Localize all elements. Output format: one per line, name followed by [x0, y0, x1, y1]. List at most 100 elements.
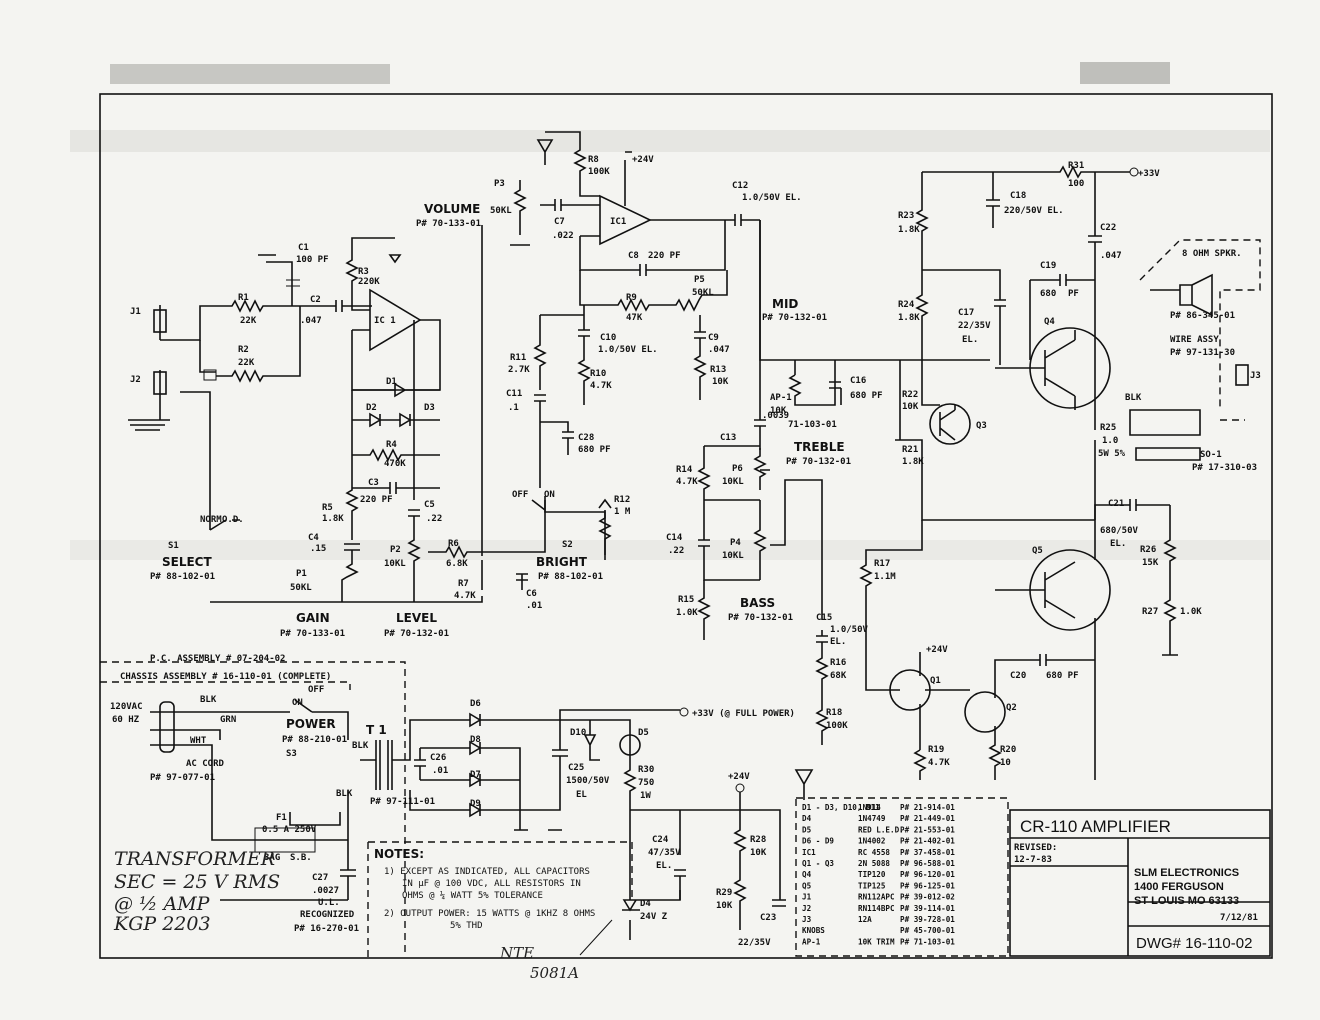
parts-list-desc: RN112APC [858, 893, 895, 902]
parts-list-desc: 1N4002 [858, 837, 885, 846]
norm-label: NORM. [200, 515, 227, 525]
c15-label: C15 [816, 613, 832, 623]
c18-value: 220/50V EL. [1004, 206, 1064, 216]
parts-list-desc: 1N914 [858, 803, 881, 812]
parts-list-pn: P# 21-449-01 [900, 814, 955, 823]
note-1-line-1: 1) EXCEPT AS INDICATED, ALL CAPACITORS [384, 867, 590, 877]
c3-value: 220 PF [360, 495, 393, 505]
r7-label: R7 [458, 579, 469, 589]
c14-label: C14 [666, 533, 683, 543]
c5-value: .22 [426, 514, 442, 524]
r9-label: R9 [626, 293, 637, 303]
r12-label: R12 [614, 495, 630, 505]
scan-noise-band [70, 130, 1270, 152]
d2-label: D2 [366, 403, 377, 413]
so1-label: SO-1 [1200, 450, 1222, 460]
v24-b-label: +24V [926, 645, 948, 655]
blk-speaker-label: BLK [1125, 393, 1142, 403]
r10-value: 4.7K [590, 381, 612, 391]
r22-value: 10K [902, 402, 919, 412]
r11-label: R11 [510, 353, 526, 363]
r14-label: R14 [676, 465, 693, 475]
parts-list-ref: Q4 [802, 870, 812, 879]
r7-value: 4.7K [454, 591, 476, 601]
parts-list-pn: P# 39-728-01 [900, 915, 955, 924]
power-amp: +33V R31 100 C18 220/50V EL. R23 1.8K C2… [859, 161, 1261, 780]
r21-value: 1.8K [902, 457, 924, 467]
scan-smudge-left [110, 64, 390, 84]
f1-slow-blow: S.B. [290, 853, 312, 863]
r16-label: R16 [830, 658, 846, 668]
r29-label: R29 [716, 888, 732, 898]
parts-list-ref: D5 [802, 825, 812, 834]
parts-list-ref: D6 - D9 [802, 837, 834, 846]
power-label: POWER [286, 717, 336, 731]
c20-label: C20 [1010, 671, 1026, 681]
ul-label: U.L. [318, 898, 340, 908]
parts-list-pn: P# 21-553-01 [900, 825, 955, 834]
jack-j3-symbol [1235, 364, 1249, 386]
d5-label: D5 [638, 728, 649, 738]
ac-input-label: 120VAC [110, 702, 143, 712]
handwritten-nte-part: 5081A [530, 964, 579, 982]
r24-value: 1.8K [898, 313, 920, 323]
parts-list-desc: RC 4558 [858, 848, 890, 857]
c26-value: .01 [432, 766, 448, 776]
od-label: O.D. [222, 515, 244, 525]
j1-label: J1 [130, 307, 141, 317]
c18-label: C18 [1010, 191, 1026, 201]
p4-value: 10KL [722, 551, 744, 561]
power-on-label: ON [292, 698, 303, 708]
r26-label: R26 [1140, 545, 1156, 555]
note-1-line-2: IN μF @ 100 VDC, ALL RESISTORS IN [402, 879, 581, 889]
c28-label: C28 [578, 433, 594, 443]
p1-value: 50KL [290, 583, 312, 593]
ac-cord-label: AC CORD [186, 759, 225, 769]
c12-value: 1.0/50V EL. [742, 193, 802, 203]
c7-value: .022 [552, 231, 574, 241]
c16-label: C16 [850, 376, 866, 386]
c13-label: C13 [720, 433, 736, 443]
note-2-line-2: 5% THD [450, 921, 483, 931]
power-part-number: P# 88-210-01 [282, 735, 347, 745]
f1-value: 0.5 A 250V [262, 825, 317, 835]
d6-label: D6 [470, 699, 481, 709]
jack-j2-symbol [153, 371, 167, 395]
c14-value: .22 [668, 546, 684, 556]
r5-value: 1.8K [322, 514, 344, 524]
c24-el-label: EL. [656, 861, 672, 871]
parts-list-desc: 1N4749 [858, 814, 886, 823]
drawing-border [99, 93, 1273, 959]
j2-label: J2 [130, 375, 141, 385]
r6-label: R6 [448, 539, 459, 549]
c26-label: C26 [430, 753, 446, 763]
note-2-line-1: 2) OUTPUT POWER: 15 WATTS @ 1KHZ 8 OHMS [384, 909, 595, 919]
c19-unit: PF [1068, 289, 1079, 299]
revised-label: REVISED: [1014, 843, 1057, 853]
handwritten-arrow [579, 919, 613, 956]
d4-label: D4 [640, 899, 651, 909]
handwritten-line-4: KGP 2203 [113, 913, 211, 935]
wire-assy-label: WIRE ASSY [1170, 335, 1219, 345]
p6-label: P6 [732, 464, 743, 474]
c6-label: C6 [526, 589, 537, 599]
p5-label: P5 [694, 275, 705, 285]
handwritten-notes: TRANSFORMER SEC = 25 V RMS @ ½ AMP KGP 2… [113, 848, 613, 982]
parts-list-pn: P# 71-103-01 [900, 937, 955, 946]
r2-label: R2 [238, 345, 249, 355]
f1-type: 3AG [264, 853, 280, 863]
r4-value: 470K [384, 459, 406, 469]
r21-label: R21 [902, 445, 918, 455]
r28-value: 10K [750, 848, 767, 858]
c24-value: 47/35V [648, 848, 681, 858]
c19-value: 680 [1040, 289, 1056, 299]
c12-label: C12 [732, 181, 748, 191]
